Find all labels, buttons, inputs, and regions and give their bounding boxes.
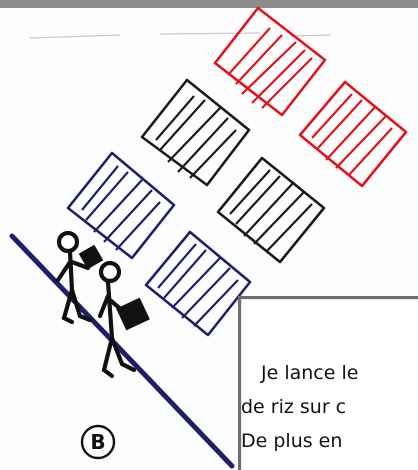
paddy-navy-lower (144, 230, 252, 337)
paddy-red-top (213, 6, 327, 117)
dike-line (9, 233, 235, 469)
caption-line-3: De plus en (241, 430, 343, 452)
farmer-figure-2 (97, 260, 137, 379)
top-border (0, 0, 418, 8)
sketch-guide-line (29, 32, 331, 39)
box-carried-1 (78, 244, 104, 270)
paddy-black-lower (216, 156, 326, 264)
farmer-figure-1 (55, 230, 93, 325)
paddy-navy-upper (66, 151, 176, 260)
box-carried-2 (116, 297, 150, 331)
figure-label-b: B (80, 424, 116, 460)
paddy-black-upper (140, 78, 251, 187)
paddy-red-lower (298, 80, 408, 188)
caption-line-2: de riz sur c (241, 396, 347, 418)
figure-label-b-text: B (90, 430, 105, 454)
caption-box: Je lance le de riz sur c De plus en (238, 296, 418, 470)
caption-line-1: Je lance le (261, 362, 359, 384)
